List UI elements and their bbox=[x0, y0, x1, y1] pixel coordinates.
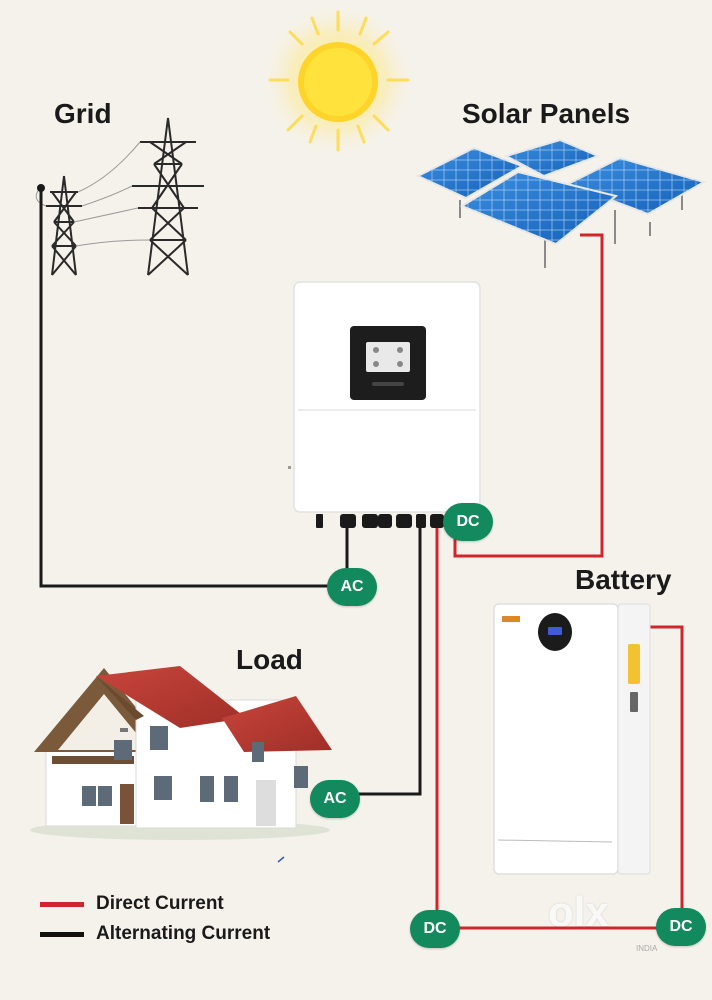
battery-dc-left-badge: DC bbox=[410, 910, 460, 948]
watermark-sub: INDIA bbox=[636, 944, 658, 953]
legend-label-dc: Direct Current bbox=[96, 893, 224, 914]
load-ac-badge: AC bbox=[310, 780, 360, 818]
grid-label: Grid bbox=[54, 98, 112, 129]
solar-panels-label: Solar Panels bbox=[462, 98, 631, 129]
legend-item-dc: Direct Current bbox=[40, 893, 224, 915]
sun-icon bbox=[258, 0, 418, 160]
legend-swatch-dc bbox=[40, 901, 84, 907]
battery-dc-right-badge: DC bbox=[656, 908, 706, 946]
transmission-tower-icon bbox=[35, 117, 204, 276]
dc-wire bbox=[435, 233, 684, 930]
legend-item-ac: Alternating Current bbox=[40, 923, 270, 945]
battery-label: Battery bbox=[575, 564, 672, 595]
inverter-dc-badge: DC bbox=[443, 503, 493, 541]
legend-label-ac: Alternating Current bbox=[96, 923, 271, 944]
load-label: Load bbox=[236, 644, 303, 675]
grid-ac-badge: AC bbox=[327, 568, 377, 606]
solar-panels-icon bbox=[415, 138, 707, 268]
legend-swatch-ac bbox=[40, 931, 84, 937]
house-icon bbox=[30, 666, 332, 840]
stray-mark bbox=[277, 856, 285, 863]
inverter-icon bbox=[288, 281, 481, 528]
watermark-logo: olx bbox=[548, 888, 609, 935]
grid-connection-point bbox=[37, 184, 45, 192]
battery-icon bbox=[493, 603, 651, 875]
